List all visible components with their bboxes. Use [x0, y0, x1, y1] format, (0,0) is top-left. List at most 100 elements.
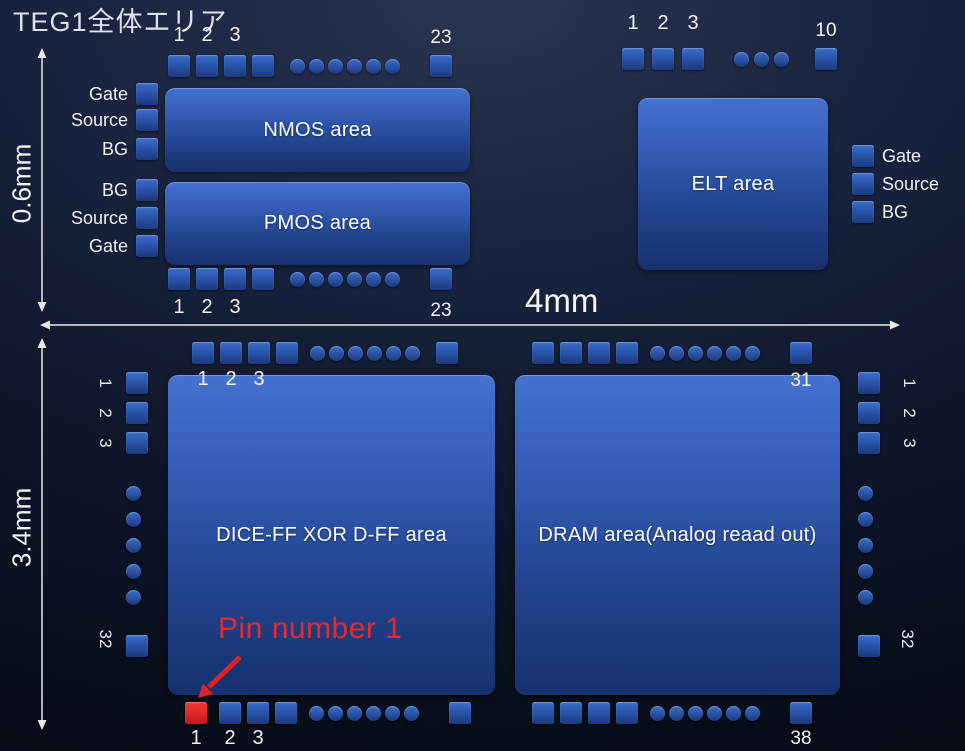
dim-arrow-4mm: [40, 320, 900, 330]
pin-pad-circle: [126, 538, 141, 553]
pad-row-dice-bottom: [185, 702, 471, 724]
pin-pad-circle: [688, 345, 703, 361]
pin-pad-circle: [126, 486, 141, 501]
pin-number-label-rotated-32: 32: [898, 629, 917, 649]
pin-pad-square: [136, 179, 158, 201]
pin-pad-square: [449, 702, 471, 724]
pin-label-bg: BG: [882, 201, 909, 222]
pin-pad-circle: [329, 345, 344, 361]
pin-pad-circle: [745, 345, 760, 361]
io-row-pmos-bg: BG: [38, 179, 158, 201]
pin-label-source: Source: [70, 207, 128, 228]
pin-pad-square: [560, 342, 582, 364]
dim-label-4mm: 4mm: [525, 282, 599, 319]
pin-pad-circle: [745, 705, 760, 721]
pin-pad-square: [136, 109, 158, 131]
dice-area-label: DICE-FF XOR D-FF area: [216, 523, 447, 546]
pmos-area: PMOS area: [165, 182, 470, 265]
pin-pad-square: [275, 702, 297, 724]
pin-pad-circle: [126, 590, 141, 605]
pin-pad-square: [252, 268, 274, 290]
pin-pad-circle: [385, 58, 400, 74]
pin-pad-square: [136, 207, 158, 229]
pin-pad-square: [852, 145, 874, 167]
pin-pad-circle: [650, 345, 665, 361]
pin-label-gate: Gate: [882, 145, 922, 166]
pin-pad-square: [588, 702, 610, 724]
pin-pad-circle: [310, 345, 325, 361]
io-row-pmos-source: Source: [38, 207, 158, 229]
pin-pad-square: [247, 702, 269, 724]
pin-pad-square: [652, 48, 674, 70]
pin-number-label: 2: [224, 727, 236, 749]
pin-pad-square: [192, 342, 214, 364]
pin-pad-circle: [404, 705, 419, 721]
pin-pad-square: [815, 48, 837, 70]
pin-label-source: Source: [70, 109, 128, 130]
pin-pad-circle: [707, 705, 722, 721]
pin-pad-square: [430, 55, 452, 77]
pin-pad-circle: [385, 271, 400, 287]
pin-pad-square: [136, 235, 158, 257]
pin-1-pad-red: [185, 702, 207, 724]
pin-number-label-rotated: 2: [96, 408, 115, 418]
pin-pad-circle: [726, 345, 741, 361]
pin-pad-circle: [328, 58, 343, 74]
pin-number-label: 1: [627, 12, 639, 34]
nmos-area: NMOS area: [165, 88, 470, 172]
pin-pad-circle: [290, 58, 305, 74]
pin-pad-circle: [347, 271, 362, 287]
pin-number-label: 1: [190, 727, 202, 749]
pin-number-1-arrow: [198, 655, 242, 698]
pin-pad-square: [136, 83, 158, 105]
pin-pad-circle: [669, 345, 684, 361]
pin-pad-square: [560, 702, 582, 724]
io-row-nmos-source: Source: [38, 109, 158, 131]
pin-pad-square: [219, 702, 241, 724]
pin-pad-circle: [386, 345, 401, 361]
pad-row-dram-top: [532, 342, 812, 364]
pin-number-label-rotated-32: 32: [96, 629, 115, 649]
pin-pad-square: [252, 55, 274, 77]
pin-pad-square: [196, 268, 218, 290]
pad-row-dram-bottom: [532, 702, 812, 724]
dim-arrow-0-6mm: [37, 48, 47, 312]
pin-pad-square: [196, 55, 218, 77]
pin-pad-square: [126, 402, 148, 424]
pin-pad-circle: [126, 512, 141, 527]
pin-number-label-rotated: 2: [900, 408, 919, 418]
pin-label-gate: Gate: [88, 83, 128, 104]
io-row-elt-gate: Gate: [852, 145, 921, 167]
pin-pad-circle: [858, 512, 873, 527]
pin-pad-circle: [366, 271, 381, 287]
pin-pad-square: [532, 342, 554, 364]
pin-number-1-label: Pin number 1: [218, 612, 403, 645]
dram-area: DRAM area(Analog reaad out): [515, 375, 840, 695]
pin-pad-square: [616, 342, 638, 364]
dram-area-label: DRAM area(Analog reaad out): [538, 523, 817, 546]
pin-pad-square: [858, 635, 880, 657]
pmos-area-label: PMOS area: [263, 212, 372, 234]
pin-pad-square: [858, 432, 880, 454]
io-row-nmos-bg: BG: [38, 138, 158, 160]
pin-number-label: 2: [201, 24, 213, 46]
pin-label-source: Source: [882, 173, 940, 194]
pin-number-label-10: 10: [815, 20, 837, 41]
pin-label-bg: BG: [101, 138, 128, 159]
pin-pad-circle: [858, 538, 873, 553]
pin-number-label-rotated: 3: [96, 438, 115, 448]
pin-number-label-23: 23: [430, 27, 452, 48]
pin-pad-circle: [348, 345, 363, 361]
pin-pad-circle: [366, 705, 381, 721]
pad-column-west: [126, 372, 148, 657]
pin-number-label: 3: [253, 368, 265, 390]
pin-pad-square: [224, 268, 246, 290]
pin-pad-square: [622, 48, 644, 70]
pin-pad-square: [790, 702, 812, 724]
io-row-pmos-gate: Gate: [38, 235, 158, 257]
pin-pad-square: [682, 48, 704, 70]
nmos-area-label: NMOS area: [263, 118, 372, 141]
pin-pad-square: [436, 342, 458, 364]
pad-row-dice-top: [192, 342, 458, 364]
